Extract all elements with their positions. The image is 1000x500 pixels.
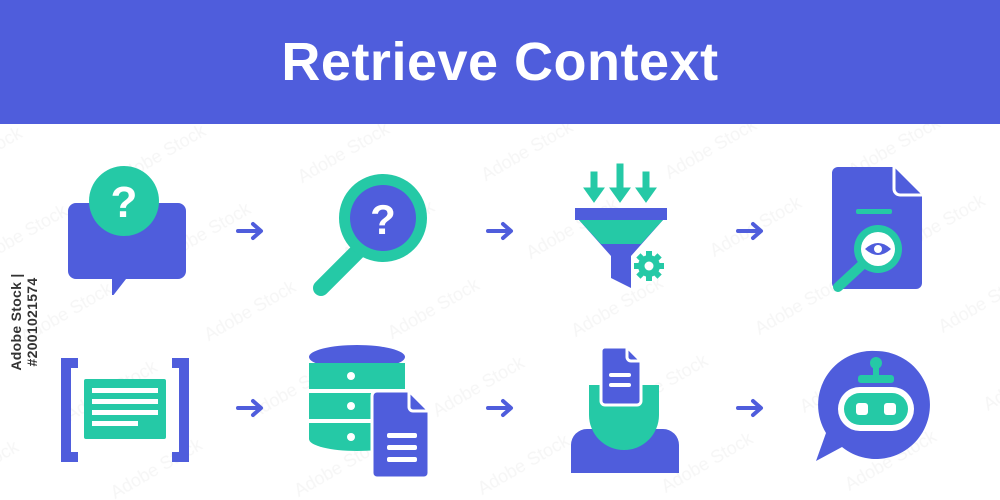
- question-mark-glyph: ?: [111, 178, 138, 227]
- chatbot-speech-bubble-icon: [816, 350, 930, 461]
- question-mark-glyph: ?: [370, 196, 396, 243]
- page-title: Retrieve Context: [281, 32, 719, 92]
- funnel-filter-gear-icon: [575, 163, 667, 288]
- arrow-right-icon: [486, 399, 513, 417]
- arrow-right-icon: [236, 399, 263, 417]
- arrow-right-icon: [236, 222, 263, 240]
- question-speech-bubble-icon: ?: [68, 166, 186, 295]
- arrow-right-icon: [486, 222, 513, 240]
- arrow-right-icon: [736, 399, 763, 417]
- stock-id-label: Adobe Stock | #2001021574: [8, 273, 40, 371]
- document-search-eye-icon: [832, 167, 922, 292]
- text-brackets-icon: [61, 358, 189, 462]
- arrow-right-icon: [736, 222, 763, 240]
- title-banner: Retrieve Context: [0, 0, 1000, 124]
- person-document-head-icon: [571, 345, 679, 473]
- magnifier-question-icon: ?: [313, 174, 427, 296]
- database-document-icon: [309, 345, 431, 480]
